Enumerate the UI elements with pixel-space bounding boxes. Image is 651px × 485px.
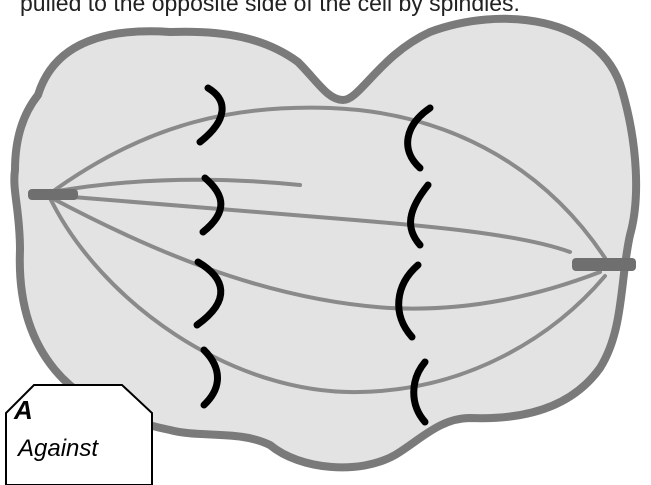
centriole-right [572, 258, 636, 271]
tag-letter: A [14, 395, 33, 426]
answer-tag: A Against [4, 383, 154, 485]
tag-word: Against [18, 435, 98, 463]
centriole-left [28, 189, 78, 200]
